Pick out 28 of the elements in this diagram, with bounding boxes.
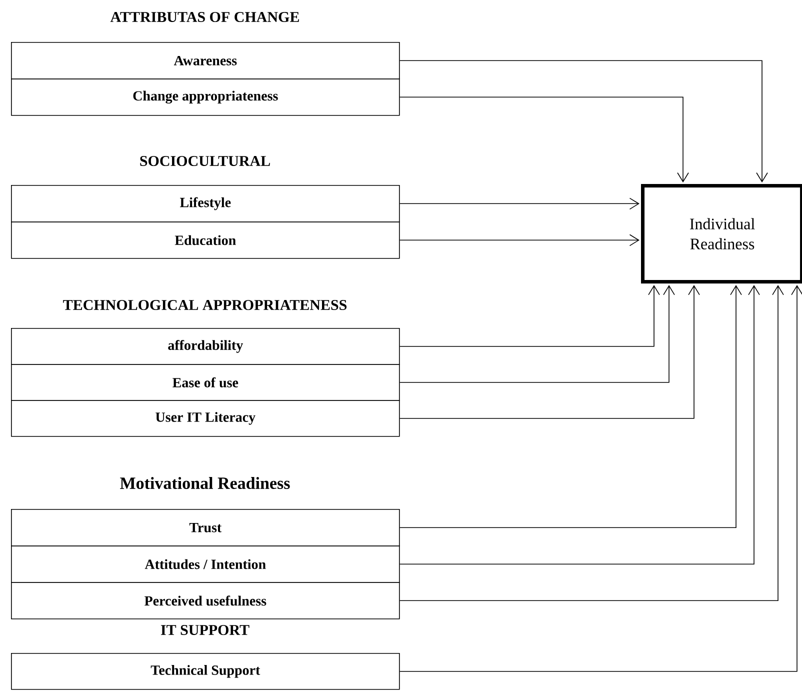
group-heading: TECHNOLOGICAL APPROPRIATENESS <box>63 300 347 310</box>
table-row: Trust <box>11 509 400 546</box>
arrow <box>399 198 640 210</box>
group-heading: Motivational Readiness <box>120 477 290 489</box>
arrow <box>399 234 640 246</box>
arrow <box>399 96 689 182</box>
table-row: affordability <box>11 328 400 365</box>
arrow <box>399 285 802 672</box>
table-row: Technical Support <box>11 653 400 690</box>
target-box: Individual Readiness <box>641 184 802 284</box>
table-row: User IT Literacy <box>11 400 400 437</box>
table-row: Attitudes / Intention <box>11 546 400 583</box>
arrow <box>399 285 784 602</box>
table-row: Lifestyle <box>11 185 400 222</box>
arrow <box>399 285 700 419</box>
table-row: Awareness <box>11 42 400 80</box>
group-heading: ATTRIBUTAS OF CHANGE <box>110 12 299 22</box>
arrow <box>399 285 660 347</box>
table-row: Ease of use <box>11 364 400 401</box>
table-row: Perceived usefulness <box>11 582 400 620</box>
arrow <box>399 285 675 383</box>
arrow <box>399 285 742 528</box>
table-row: Education <box>11 222 400 259</box>
table-row: Change appropriateness <box>11 78 400 116</box>
group-heading: SOCIOCULTURAL <box>140 156 270 166</box>
arrow <box>399 285 760 565</box>
group-heading: IT SUPPORT <box>160 624 250 636</box>
arrow <box>399 60 768 182</box>
